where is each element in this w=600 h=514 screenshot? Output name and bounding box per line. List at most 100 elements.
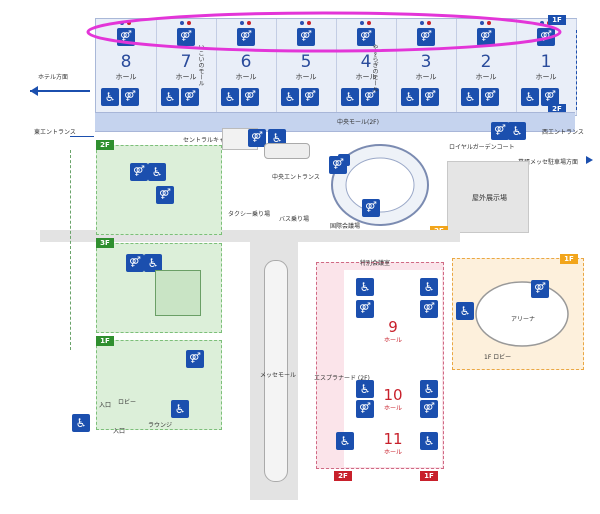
hall-10-label: ホール — [383, 405, 402, 412]
female-dot — [487, 21, 491, 25]
royal-garden-label: ロイヤルガーデンコート — [449, 144, 515, 151]
arena-oval — [475, 281, 569, 347]
restroom-icon: ⚤ — [356, 300, 374, 318]
hall-number: 7 — [180, 52, 192, 72]
floor-tag-bottom-right: 1F — [420, 471, 438, 481]
accessible-icon: ♿ — [356, 380, 374, 398]
hall-label: ホール — [415, 73, 437, 81]
accessible-icon: ♿ — [148, 163, 166, 181]
restroom-icon: ⚤ — [541, 88, 559, 106]
entrance-label: 入口 — [99, 402, 112, 409]
hall-number: 6 — [240, 52, 252, 72]
arena-label: アリーナ — [511, 316, 536, 323]
restroom-icon: ⚤ — [248, 129, 266, 147]
hall-9-label: ホール — [383, 337, 402, 344]
hall-label: ホール — [355, 73, 377, 81]
restroom-icon: ⚤ — [477, 28, 495, 46]
accessible-icon: ♿ — [356, 278, 374, 296]
hall-label: ホール — [115, 73, 137, 81]
accessible-icon: ♿ — [221, 88, 239, 106]
esplanade-label: エスプラナード (2F) — [314, 375, 370, 382]
restroom-icon: ⚤ — [130, 163, 148, 181]
male-dot — [540, 21, 544, 25]
accessible-icon: ♿ — [281, 88, 299, 106]
accessible-icon: ♿ — [336, 432, 354, 450]
floor-tag-bottom-left: 2F — [334, 471, 352, 481]
restroom-icon: ⚤ — [186, 350, 204, 368]
hall-number: 4 — [360, 52, 372, 72]
outdoor-exhibit-area — [447, 161, 529, 233]
restroom-icon: ⚤ — [329, 156, 347, 174]
hall-number: 3 — [420, 52, 432, 72]
male-dot — [240, 21, 244, 25]
hall-number: 1 — [540, 52, 552, 72]
east-entrance-line — [70, 136, 94, 137]
female-dot — [367, 21, 371, 25]
hall-label: ホール — [175, 73, 197, 81]
station-label: 幕張メッセ駐車場方面 — [518, 159, 579, 166]
green-3f-building — [155, 270, 201, 316]
lobby-label: ロビー — [118, 399, 137, 406]
entrance-label-2: 入口 — [113, 428, 126, 435]
lounge-label: ラウンジ — [148, 422, 173, 429]
station-arrow — [586, 156, 593, 164]
messe-mall-label: メッセモール — [260, 372, 297, 379]
restroom-icon: ⚤ — [177, 28, 195, 46]
female-dot — [247, 21, 251, 25]
restroom-icon: ⚤ — [421, 88, 439, 106]
female-dot — [187, 21, 191, 25]
female-dot — [307, 21, 311, 25]
accessible-icon: ♿ — [144, 254, 162, 272]
male-dot — [480, 21, 484, 25]
restroom-icon: ⚤ — [297, 28, 315, 46]
hall-number: 8 — [120, 52, 132, 72]
hall-11-label: ホール — [383, 449, 402, 456]
yasuragi-mall-label: やすらぎのモール — [371, 44, 378, 92]
accessible-icon: ♿ — [420, 380, 438, 398]
hall-label: ホール — [235, 73, 257, 81]
male-dot — [300, 21, 304, 25]
hall-number: 2 — [480, 52, 492, 72]
accessible-icon: ♿ — [521, 88, 539, 106]
hall-11-number: 11 — [383, 430, 403, 448]
accessible-icon: ♿ — [161, 88, 179, 106]
restroom-icon: ⚤ — [237, 28, 255, 46]
restroom-icon: ⚤ — [420, 400, 438, 418]
restroom-icon: ⚤ — [491, 122, 509, 140]
taxi-label: タクシー乗り場 — [228, 211, 271, 218]
restroom-icon: ⚤ — [481, 88, 499, 106]
accessible-icon: ♿ — [171, 400, 189, 418]
accessible-icon: ♿ — [420, 432, 438, 450]
hall-label: ホール — [535, 73, 557, 81]
messe-mall-strip — [264, 260, 288, 482]
accessible-icon: ♿ — [401, 88, 419, 106]
male-dot — [180, 21, 184, 25]
accessible-icon: ♿ — [268, 129, 286, 147]
floor-tag-green-3: 1F — [96, 336, 114, 346]
accessible-icon: ♿ — [508, 122, 526, 140]
accessible-icon: ♿ — [341, 88, 359, 106]
central-mall-label: 中央モール(2F) — [337, 119, 379, 126]
central-entrance-label: 中央エントランス — [272, 174, 320, 181]
international-conference-hall — [331, 144, 429, 226]
cafeteria-label: セントラルキャフェテリア — [183, 137, 256, 144]
floor-tag-green-2: 3F — [96, 238, 114, 248]
floor-tag-arena: 1F — [560, 254, 578, 264]
accessible-icon: ♿ — [456, 302, 474, 320]
floor-tag-green-1: 2F — [96, 140, 114, 150]
central-mall — [95, 112, 575, 132]
male-dot — [360, 21, 364, 25]
special-room-label: 特別会議室 — [360, 260, 391, 267]
left-dashed-line — [70, 150, 72, 350]
outdoor-exhibit-label: 屋外展示場 — [472, 194, 507, 202]
conference-label: 国際会議場 — [330, 223, 361, 230]
west-entrance-label: 西エントランス — [542, 129, 584, 136]
accessible-icon: ♿ — [72, 414, 90, 432]
hotel-arrow-head — [30, 86, 38, 96]
